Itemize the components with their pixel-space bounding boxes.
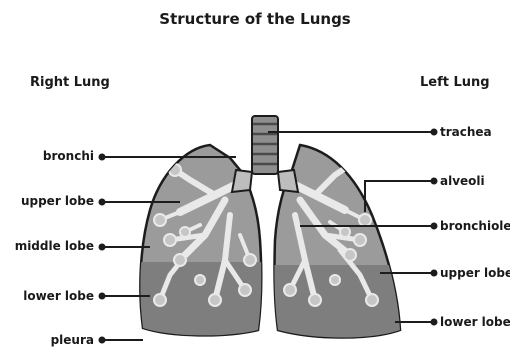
trachea bbox=[232, 116, 298, 192]
leader-dot-upper-lobe-left bbox=[432, 271, 437, 276]
leader-line-alveoli bbox=[365, 181, 434, 212]
leader-dot-bronchiole bbox=[432, 224, 437, 229]
leader-dot-alveoli bbox=[432, 179, 437, 184]
leader-dot-bronchi bbox=[100, 155, 105, 160]
leader-dot-lower-lobe-left bbox=[432, 320, 437, 325]
leader-dot-middle-lobe bbox=[100, 245, 105, 250]
leader-dot-lower-lobe-right bbox=[100, 294, 105, 299]
leader-dot-upper-lobe-right bbox=[100, 200, 105, 205]
leader-dot-trachea bbox=[432, 130, 437, 135]
leader-dot-pleura bbox=[100, 338, 105, 343]
